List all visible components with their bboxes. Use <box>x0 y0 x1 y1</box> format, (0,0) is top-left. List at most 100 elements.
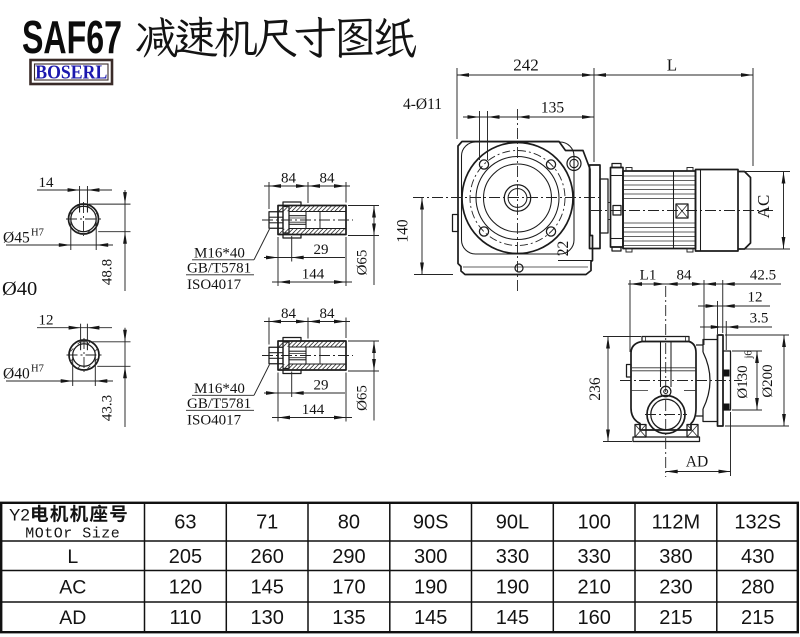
bore-label: Ø40 <box>2 278 37 300</box>
spigot-dia-dim: Ø130 <box>735 365 751 398</box>
dim-flange-plate: 12 <box>698 290 770 334</box>
title-model-text: SAF67 <box>22 11 122 63</box>
bore-dim: Ø40 <box>3 366 30 383</box>
table-cell: 135 <box>332 607 365 629</box>
brand-logo-text: BOSERL <box>35 62 107 84</box>
axis-to-face-dim: AD <box>686 454 708 471</box>
l1-dim: L1 <box>640 268 657 284</box>
table-cell: 290 <box>332 546 365 568</box>
plate-thickness-dim: 12 <box>748 290 763 306</box>
bolt-spec-line2: GB/T5781 <box>187 396 251 412</box>
motor-diameter-dim: AC <box>754 195 773 219</box>
dim-flange-to-face: 135 <box>463 100 594 119</box>
table-cell: 160 <box>578 607 611 629</box>
table-row-label: AD <box>59 607 86 629</box>
dim-axis-to-face: AD <box>665 412 731 476</box>
bore-dim: Ø45 <box>3 230 30 247</box>
flange-to-face-dim: 135 <box>541 100 565 117</box>
flange-dia-dim: Ø200 <box>760 364 776 397</box>
flange-bolt-hole <box>545 159 557 170</box>
bolt-spec-line2: GB/T5781 <box>187 261 251 277</box>
bolt-spec-line3: ISO4017 <box>187 277 242 293</box>
bolt-spec-line1: M16*40 <box>194 381 245 397</box>
bolt-spec-line3: ISO4017 <box>187 413 242 429</box>
table-row-label: AC <box>59 577 86 599</box>
table-cell: 145 <box>251 577 284 599</box>
flange-bolt-hole <box>478 226 490 237</box>
table-header-cell: 100 <box>578 512 611 534</box>
side-height-dim: 236 <box>587 377 604 401</box>
table-cell: 110 <box>169 607 201 629</box>
title-cjk-glyphs <box>136 16 416 58</box>
dim-motor-diameter: AC <box>741 171 790 250</box>
table-cell: 300 <box>414 546 447 568</box>
bore-fit-dim: H7 <box>31 364 44 375</box>
drawing-title: SAF67减速机尺寸图纸 <box>22 11 416 63</box>
table-cell: 380 <box>659 546 692 568</box>
bolt-depth-dim: 29 <box>314 378 329 394</box>
breather-plug <box>566 155 582 172</box>
motor-length-dim: L <box>667 56 677 75</box>
segment-dim-a: 84 <box>281 171 297 187</box>
dim-motor-length: L <box>594 56 754 166</box>
bolt-circle <box>469 150 566 246</box>
face-offset-dim: 22 <box>555 241 572 257</box>
length-dim: 144 <box>302 402 325 418</box>
table-header-cell: 90S <box>413 512 449 534</box>
table-cell: 145 <box>496 607 529 629</box>
input-bell <box>696 338 718 423</box>
bolt-depth-dim: 29 <box>314 242 329 258</box>
table-cell: 190 <box>414 577 447 599</box>
outer-dia-dim: Ø65 <box>355 385 371 411</box>
flange-bolt-hole <box>478 159 490 170</box>
table-cell: 130 <box>251 607 284 629</box>
table-header-cell: 112M <box>652 512 701 534</box>
table-cell: 120 <box>169 577 202 599</box>
header-label-english: MOtOr Size <box>25 526 120 543</box>
table-cell: 430 <box>741 546 774 568</box>
table-header-cell: 132S <box>734 512 781 534</box>
table-cell: 170 <box>332 577 365 599</box>
table-cell: 280 <box>741 577 774 599</box>
drain-plug <box>514 263 524 273</box>
table-cell: 230 <box>659 577 692 599</box>
side-body-outline <box>630 340 697 431</box>
header-label-latin: Y2 <box>9 506 30 525</box>
table-cell: 260 <box>251 546 284 568</box>
segment-dim-b: 84 <box>320 306 336 322</box>
outer-dia-dim: Ø65 <box>355 250 371 276</box>
table-header-cell: 90L <box>496 512 529 534</box>
axis-to-base-dim: 140 <box>395 219 412 243</box>
gearbox-front-view: 242 L 135 4-Ø11 140 AC 22 <box>395 56 790 291</box>
housing-width-dim: 242 <box>513 56 539 75</box>
header-label-cjk-glyphs <box>32 504 127 523</box>
dim-axis-to-base: 140 <box>395 197 453 275</box>
size-table: Y2Y2电机机座号MOtOr Size63718090S90L100112M13… <box>0 501 799 634</box>
segment-dim-a: 84 <box>281 306 297 322</box>
dim-housing-width: 242 <box>456 56 595 162</box>
table-cell: 330 <box>578 546 611 568</box>
brand-logo: BOSERL <box>29 58 114 86</box>
flange-bolt-hole <box>545 226 557 237</box>
dim-mount-holes: 4-Ø11 <box>403 96 500 160</box>
table-row-label: L <box>67 546 78 568</box>
keyway-width-dim: 14 <box>39 175 55 191</box>
keyway-height-dim: 43.3 <box>100 395 116 421</box>
table-cell: 210 <box>578 577 611 599</box>
table-cell: 215 <box>741 607 774 629</box>
table-cell: 145 <box>414 607 447 629</box>
center-to-flange-dim: 84 <box>677 268 693 284</box>
length-dim: 144 <box>302 267 325 283</box>
spigot-lip-dim: 3.5 <box>750 311 769 327</box>
dim-spigot-lip: 3.5 <box>700 311 772 350</box>
housing-outline <box>457 140 594 276</box>
table-header-cell: 63 <box>174 512 196 534</box>
table-cell: 215 <box>659 607 692 629</box>
